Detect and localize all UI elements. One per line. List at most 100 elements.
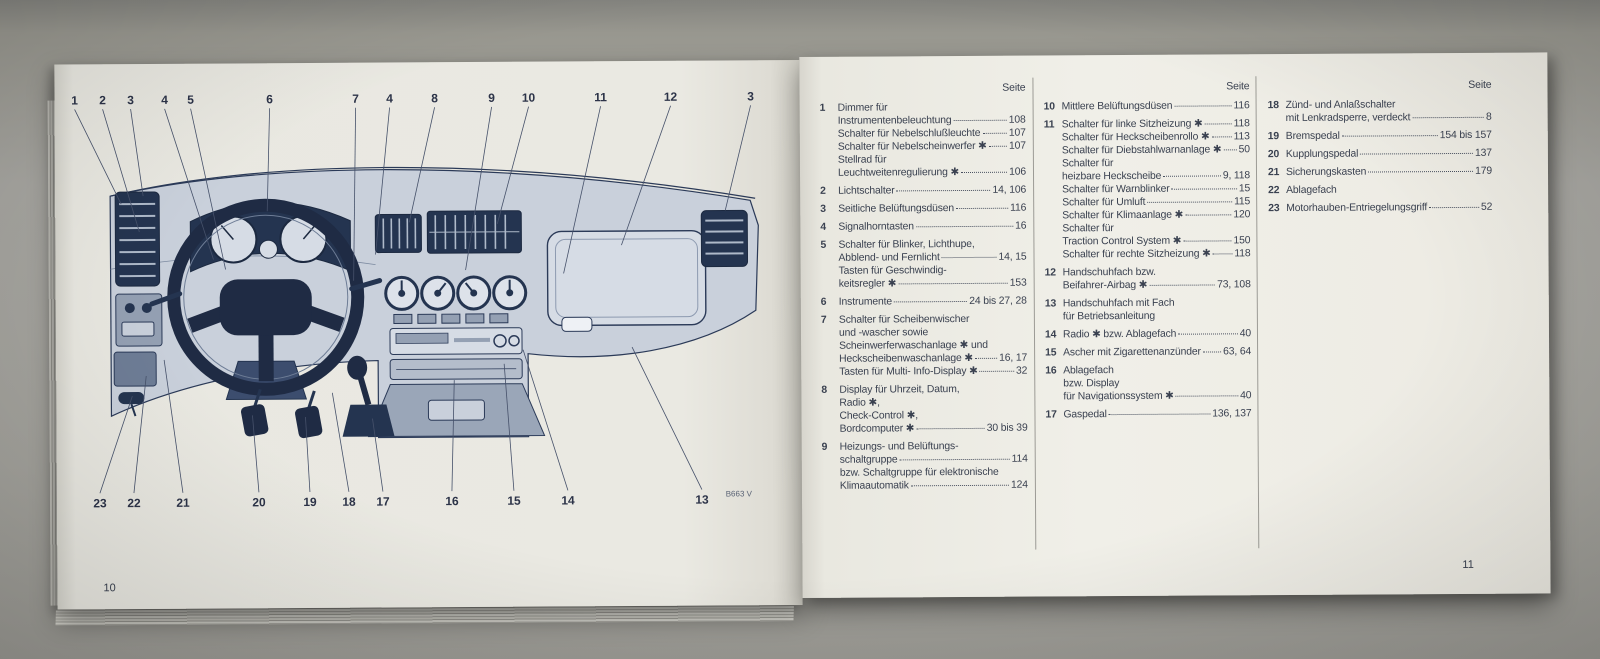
entry-page-ref: 16, 17 [999, 352, 1028, 364]
entry-text: bzw. Display [1063, 378, 1120, 390]
entry-line: bzw. Schaltgruppe für elektronische [840, 466, 1028, 480]
left-side-vent [114, 191, 161, 287]
callout-label: 14 [561, 493, 575, 507]
entry-text: Schalter für Blinker, Lichthupe, [838, 238, 975, 251]
entry-text: Lichtschalter [838, 185, 895, 197]
heater-control-group [384, 275, 528, 324]
entry-page-ref: 30 bis 39 [986, 422, 1028, 434]
entry-line: Seitliche Belüftungsdüsen 116 [838, 202, 1026, 216]
entry-number: 15 [1045, 347, 1057, 359]
right-side-vent [700, 209, 749, 268]
entry-line: keitsregler ✱153 [839, 277, 1027, 291]
entry-line: Schalter für Scheibenwischer [839, 313, 1027, 327]
seite-header: Seite [1468, 78, 1492, 91]
callout-label: 3 [127, 93, 134, 107]
page-number-right: 11 [1462, 558, 1474, 571]
entry-text: bzw. Schaltgruppe für elektronische [839, 466, 999, 479]
entry-line: Handschuhfach bzw. [1063, 265, 1251, 279]
entry-text: Handschuhfach bzw. [1062, 266, 1156, 279]
entry-page-ref: 107 [1008, 140, 1026, 152]
dotted-leader [910, 484, 1010, 487]
entry-number: 17 [1045, 409, 1057, 421]
entry-page-ref: 116 [1010, 202, 1027, 214]
left-switch-panel [115, 293, 163, 347]
dotted-leader [1171, 188, 1237, 190]
entry-text: Bordcomputer ✱ [839, 423, 915, 435]
dotted-leader [1163, 175, 1221, 177]
entry-text: Ablagefach [1063, 365, 1114, 377]
dashboard-diagram: 1 2 3 4 5 6 7 4 8 9 10 11 12 3 23 22 21 [71, 89, 759, 510]
entry-line: Schalter für Klimaanlage ✱120 [1062, 208, 1250, 222]
entry-text: Radio ✱ bzw. Ablagefach [1062, 328, 1177, 341]
entry-line: Schalter für Heckscheibenrollo ✱ 113 [1062, 130, 1250, 144]
entry-page-ref: 116 [1233, 100, 1250, 112]
center-console-lower [367, 383, 546, 438]
dotted-leader [979, 370, 1014, 372]
entry-page-ref: 118 [1233, 118, 1250, 130]
entry-line: Bordcomputer ✱ 30 bis 39 [840, 422, 1028, 436]
center-vent-small [374, 213, 422, 254]
entry-text: Klimaautomatik [839, 480, 909, 492]
callout-label: 4 [386, 91, 393, 105]
entry-number: 12 [1044, 267, 1056, 279]
entry-page-ref: 113 [1233, 131, 1250, 143]
entry-text: Schalter für Diebstahlwarnanlage ✱ [1061, 144, 1222, 157]
entry-text: Leuchtweitenregulierung ✱ [837, 167, 960, 179]
entry-text: Zünd- und Anlaßschalter [1285, 99, 1396, 112]
callout-label: 19 [303, 495, 317, 509]
gear-lever [342, 355, 395, 437]
entry-page-ref: 107 [1008, 127, 1026, 139]
entry-text: Check-Control ✱, [839, 410, 919, 422]
callout-label: 21 [176, 496, 190, 510]
entry-line: Schalter für linke Sitzheizung ✱ 118 [1062, 117, 1250, 131]
entry-text: Schalter für linke Sitzheizung ✱ [1061, 118, 1203, 131]
entry-text: Seitliche Belüftungsdüsen [838, 203, 955, 215]
entry-text: Ablagefach [1286, 184, 1337, 197]
entry-text: Dimmer für [837, 102, 888, 114]
entry-text: Instrumente [838, 296, 893, 308]
entry-page-ref: 136, 137 [1212, 408, 1252, 420]
entry-line: Zünd- und Anlaßschalter [1286, 98, 1492, 112]
dotted-leader [1149, 284, 1216, 286]
dotted-leader [896, 189, 991, 192]
entry-line: Schalter für Blinker, Lichthupe, [838, 238, 1026, 252]
entry-text: Schalter für Scheibenwischer [838, 313, 970, 326]
fuse-box [113, 351, 157, 387]
callout-label: 2 [99, 93, 106, 107]
entry-text: Schalter für Nebelschlußleuchte [837, 127, 981, 140]
entry-number: 18 [1267, 100, 1279, 112]
dotted-leader [953, 119, 1007, 122]
entry-text: Instrumentenbeleuchtung [837, 115, 952, 127]
entry-text: Schalter für Heckscheibenrollo ✱ [1061, 131, 1210, 144]
entry-line: Scheinwerferwaschanlage ✱ und [839, 339, 1027, 353]
page-stack-bottom-edge [55, 606, 794, 626]
entry-page-ref: 9, 118 [1222, 170, 1251, 182]
entry-page-ref: 15 [1238, 183, 1251, 195]
entry-line: Ablagefach [1063, 363, 1251, 377]
callout-label: 5 [187, 93, 194, 107]
entry-number: 4 [820, 221, 827, 233]
open-book: 1 2 3 4 5 6 7 4 8 9 10 11 12 3 23 22 21 [46, 45, 1553, 629]
